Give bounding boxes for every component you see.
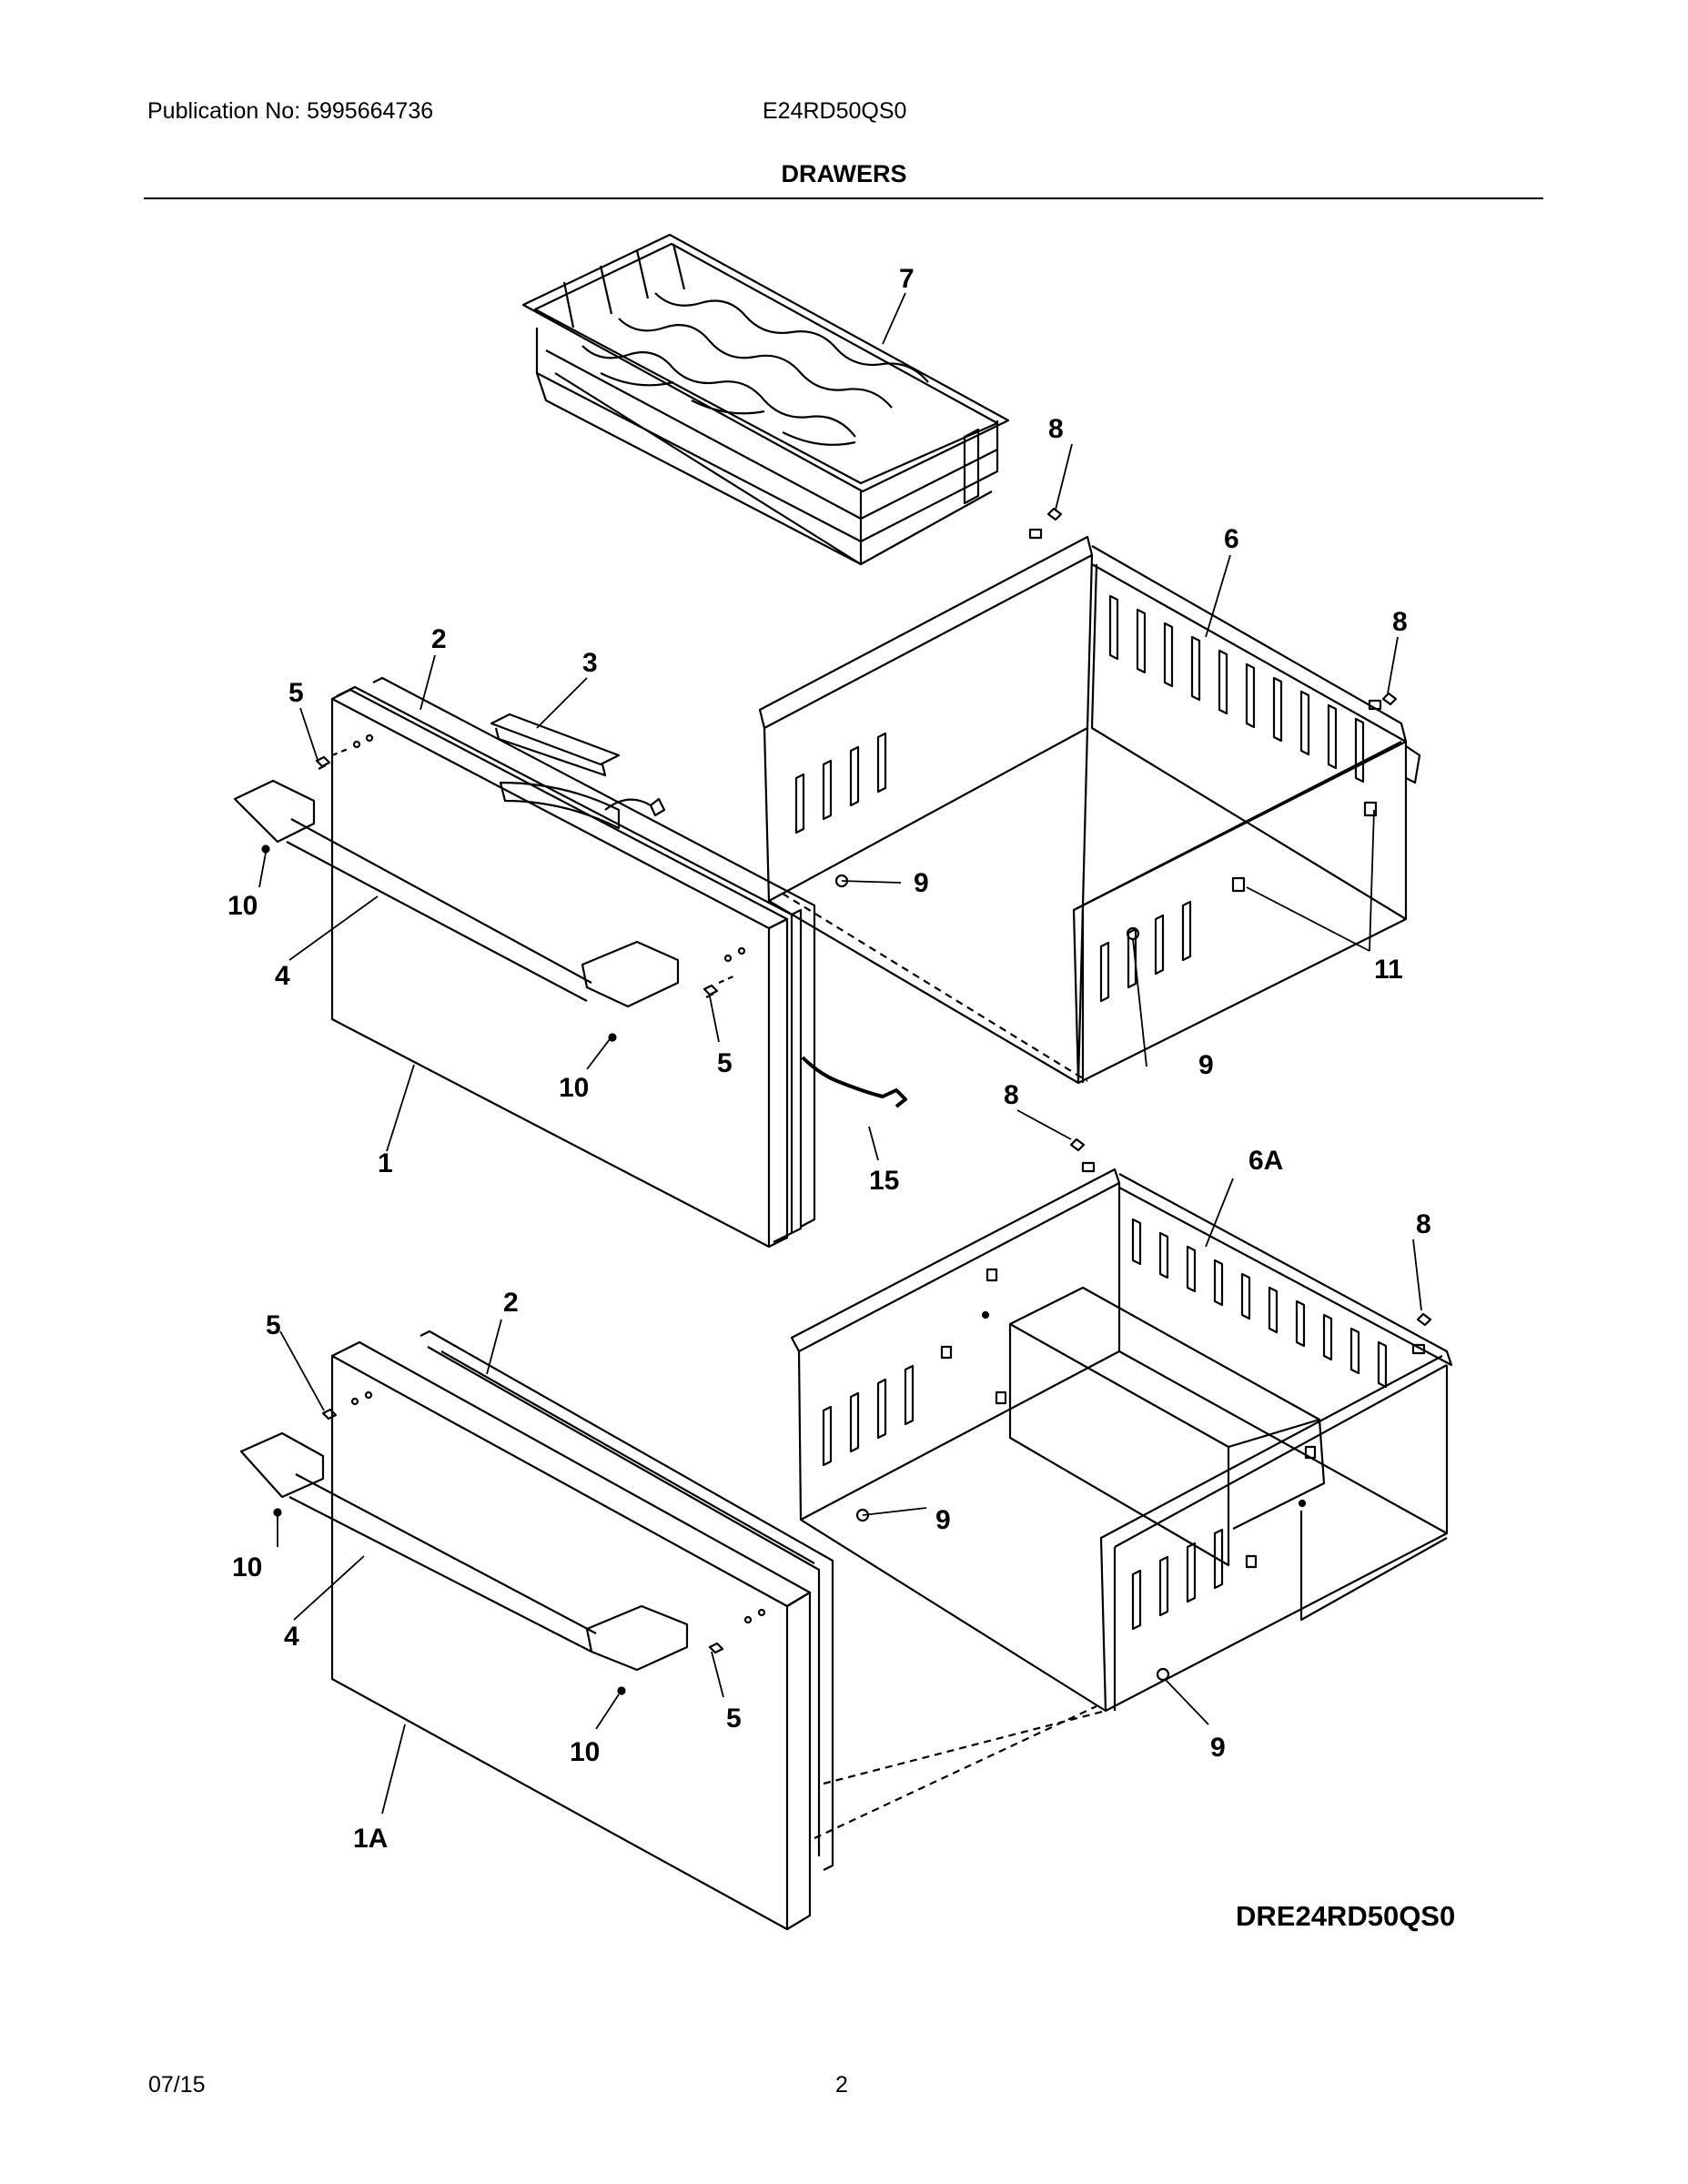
callout-2: 2 bbox=[431, 624, 447, 654]
callout-9: 9 bbox=[1210, 1733, 1226, 1763]
footer-date: 07/15 bbox=[148, 2072, 206, 2098]
page-number: 2 bbox=[835, 2072, 848, 2098]
model-number: E24RD50QS0 bbox=[763, 98, 907, 124]
callout-4: 4 bbox=[284, 1622, 299, 1652]
diagram-code: DRE24RD50QS0 bbox=[1236, 1900, 1456, 1932]
callout-9: 9 bbox=[935, 1505, 951, 1535]
callout-1: 1 bbox=[378, 1148, 393, 1178]
callout-10: 10 bbox=[559, 1073, 589, 1103]
lower-drawer-bin bbox=[790, 1161, 1453, 1713]
page-title: DRAWERS bbox=[781, 160, 907, 187]
callout-6A: 6A bbox=[1248, 1146, 1283, 1176]
upper-door-assembly bbox=[233, 676, 816, 1249]
upper-drawer-bin bbox=[758, 528, 1421, 1085]
callout-2: 2 bbox=[503, 1288, 519, 1318]
callout-5: 5 bbox=[726, 1704, 742, 1734]
callout-11: 11 bbox=[1374, 955, 1403, 985]
callout-7: 7 bbox=[899, 264, 915, 294]
callout-15: 15 bbox=[869, 1166, 899, 1196]
callout-4: 4 bbox=[275, 961, 290, 991]
callout-8: 8 bbox=[1392, 607, 1408, 637]
callout-5: 5 bbox=[266, 1310, 281, 1340]
callout-5: 5 bbox=[717, 1048, 733, 1078]
callout-10: 10 bbox=[570, 1737, 600, 1767]
callout-8: 8 bbox=[1004, 1080, 1019, 1110]
callout-5: 5 bbox=[288, 678, 304, 708]
callout-8: 8 bbox=[1416, 1209, 1431, 1239]
callout-8: 8 bbox=[1048, 414, 1064, 444]
lower-door-assembly bbox=[239, 1330, 1107, 1931]
callout-6: 6 bbox=[1224, 524, 1239, 554]
wire-harness bbox=[801, 1056, 907, 1108]
callout-3: 3 bbox=[582, 648, 598, 678]
callout-1A: 1A bbox=[353, 1824, 388, 1854]
callout-9: 9 bbox=[914, 868, 929, 898]
callout-9: 9 bbox=[1198, 1050, 1214, 1080]
wire-basket bbox=[521, 233, 1010, 566]
callout-leaders bbox=[258, 292, 1422, 1815]
header-divider bbox=[144, 197, 1543, 199]
publication-number: Publication No: 5995664736 bbox=[147, 98, 434, 124]
callout-10: 10 bbox=[232, 1552, 262, 1582]
callout-10: 10 bbox=[227, 891, 258, 921]
callout-labels: 7 8 6 8 2 3 5 10 4 9 11 9 5 10 1 15 8 6A… bbox=[227, 264, 1431, 1854]
